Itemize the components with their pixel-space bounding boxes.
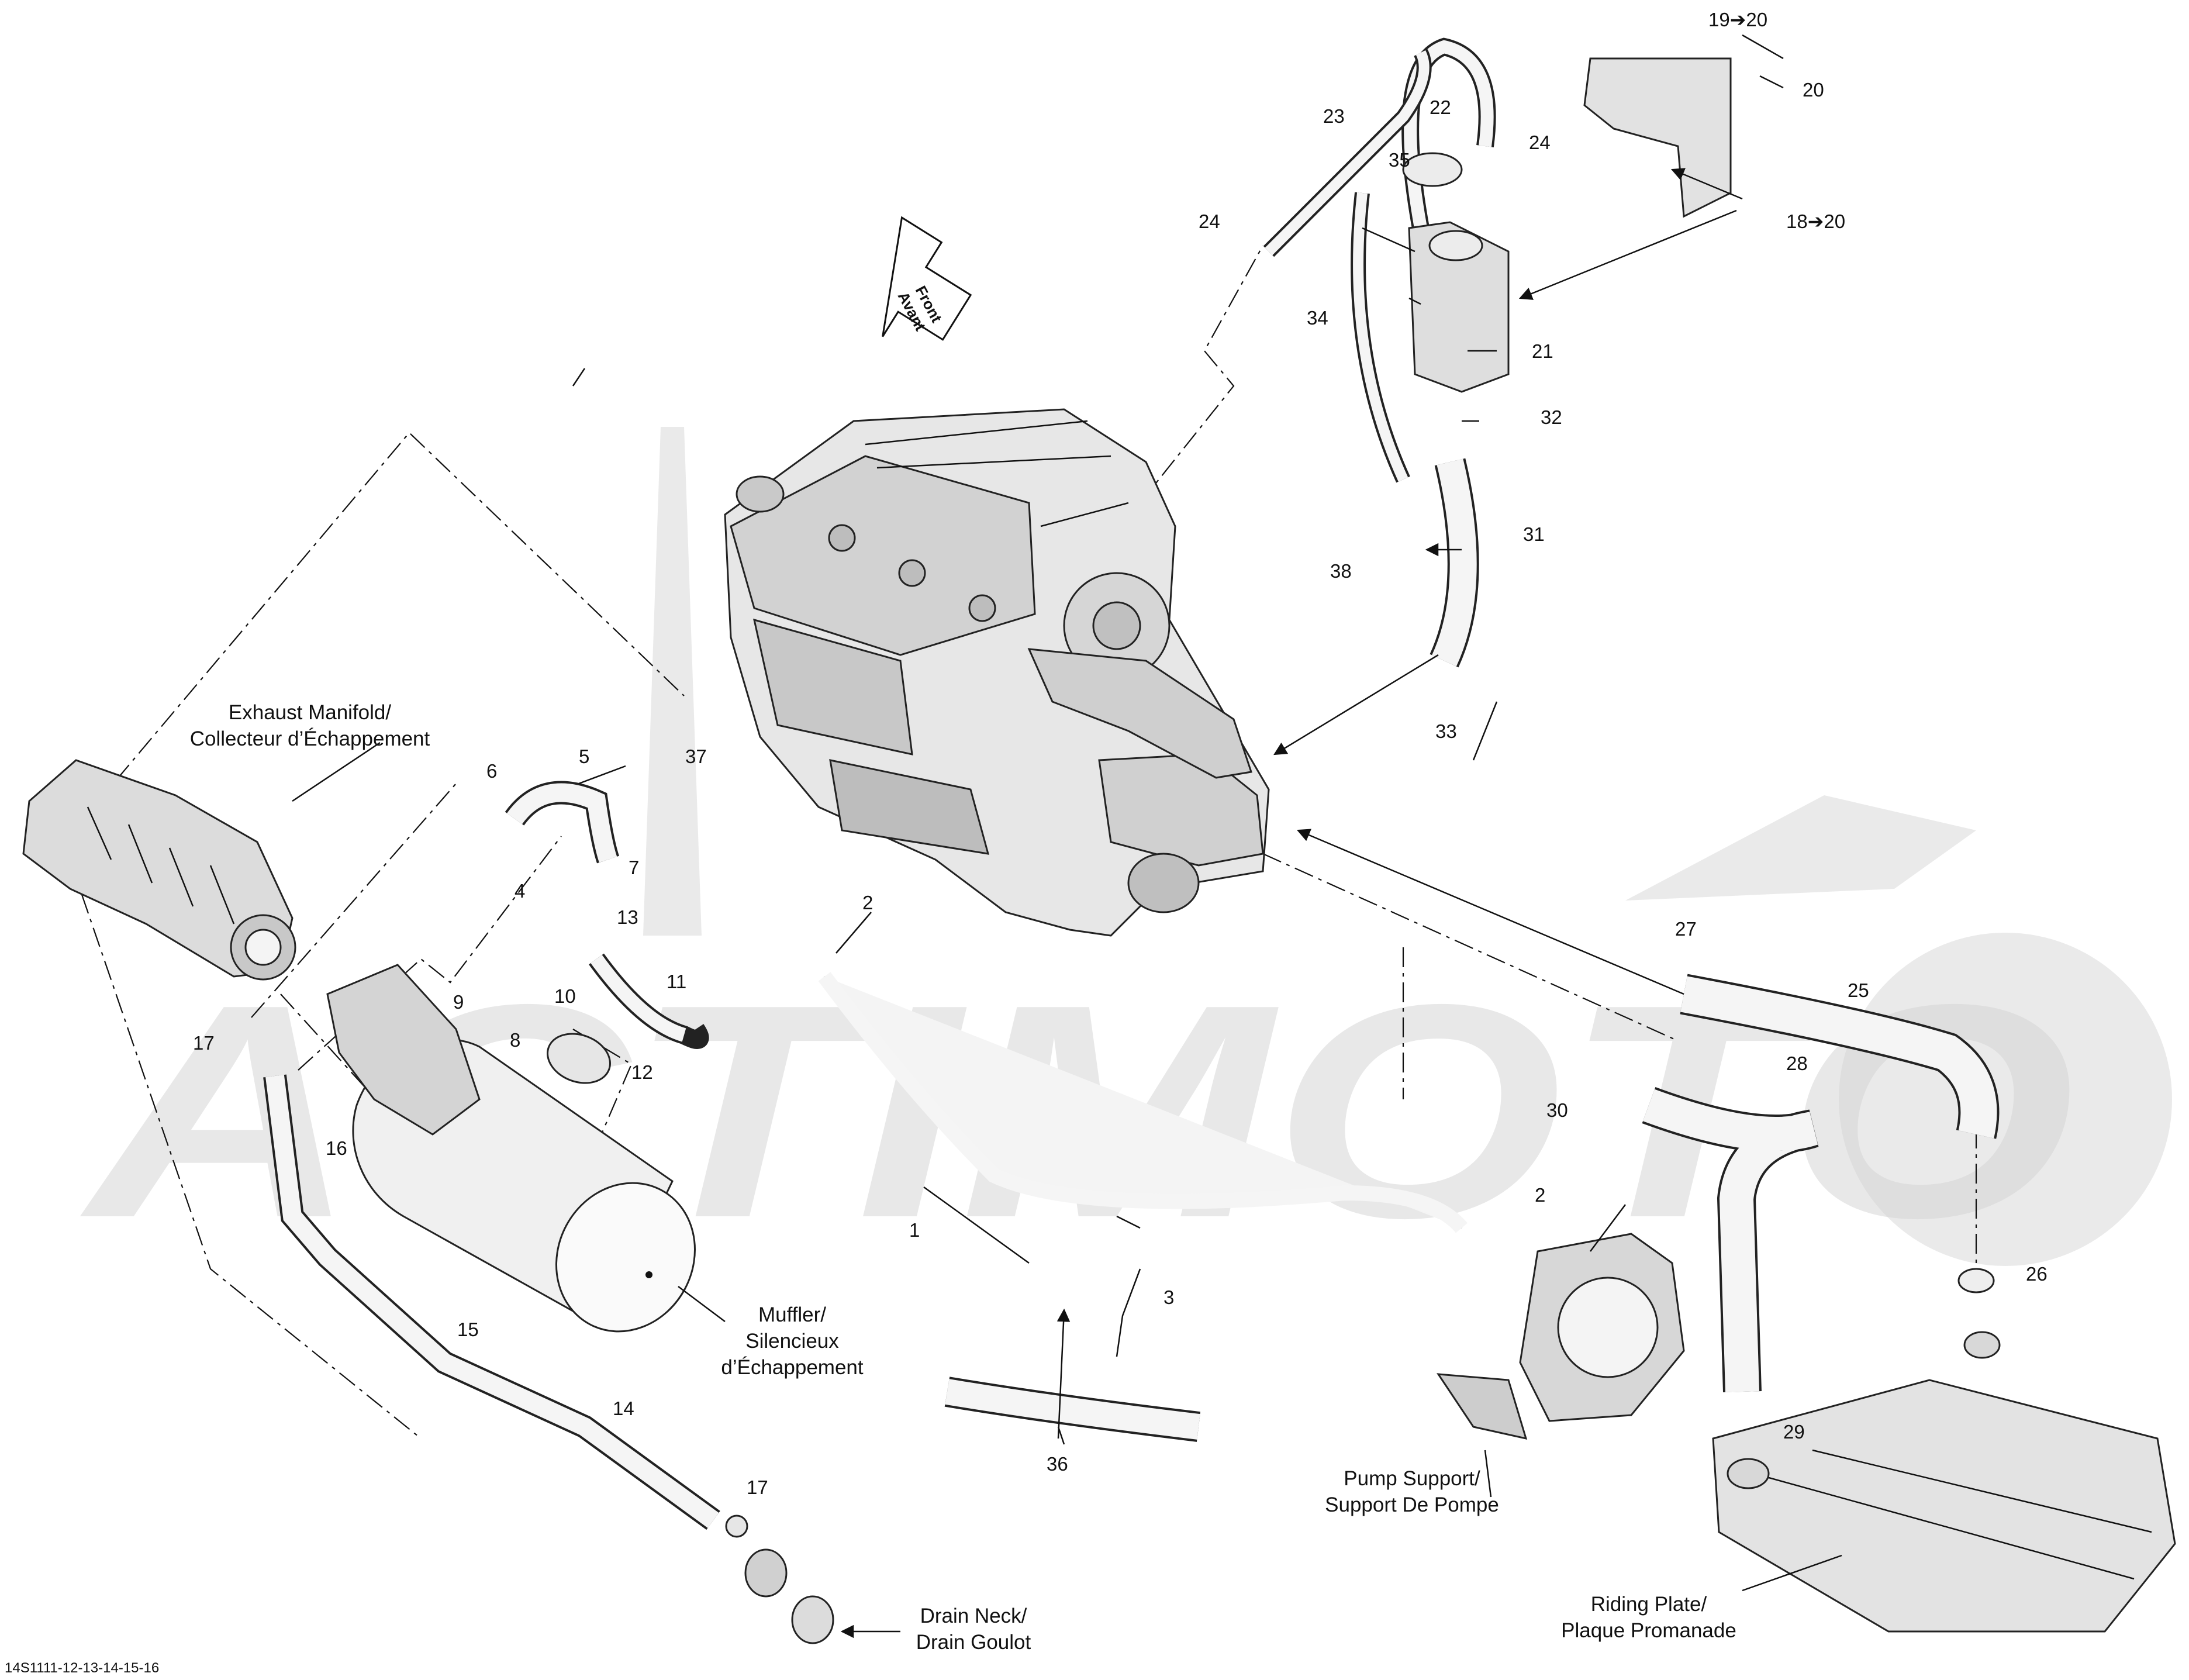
callout-2a: 2: [862, 892, 873, 913]
callout-38: 38: [1330, 560, 1352, 582]
callout-18: 18➔20: [1786, 211, 1845, 232]
coolant-reservoir: [1402, 57, 1732, 393]
callouts: 1 2 2 3 4 5 6 7 8 9 10 11 12 13 14 15 16…: [193, 9, 2048, 1498]
muffler-label-3: d’Échappement: [721, 1356, 863, 1379]
engine-assembly: [724, 408, 1270, 937]
muffler-label-2: Silencieux: [745, 1330, 839, 1353]
callout-28: 28: [1786, 1053, 1808, 1074]
front-direction-arrow: Front Avant: [882, 216, 972, 341]
callout-31: 31: [1523, 523, 1545, 545]
callout-1: 1: [909, 1219, 920, 1241]
callout-21: 21: [1532, 340, 1553, 362]
leader-lines: [292, 34, 1842, 1638]
callout-34: 34: [1307, 307, 1328, 329]
callout-27: 27: [1675, 918, 1697, 940]
exhaust-manifold-label-1: Exhaust Manifold/: [229, 701, 391, 724]
callout-11: 11: [667, 971, 686, 992]
callout-29: 29: [1783, 1421, 1805, 1443]
exhaust-manifold-label-2: Collecteur d’Échappement: [190, 727, 430, 750]
callout-15: 15: [457, 1319, 479, 1340]
callout-12: 12: [631, 1061, 653, 1083]
callout-37: 37: [685, 746, 707, 767]
callout-26: 26: [2026, 1263, 2048, 1285]
callout-4: 4: [515, 880, 525, 902]
callout-17a: 17: [193, 1032, 215, 1054]
callout-35: 35: [1389, 149, 1410, 171]
callout-6: 6: [486, 760, 497, 782]
callout-8: 8: [510, 1029, 520, 1051]
callout-5: 5: [579, 746, 589, 767]
riding-plate-label-2: Plaque Promanade: [1561, 1619, 1736, 1642]
muffler-label-1: Muffler/: [758, 1303, 826, 1326]
callout-7: 7: [629, 857, 639, 878]
callout-22: 22: [1430, 96, 1451, 118]
callout-24a: 24: [1199, 211, 1220, 232]
pump-support-label-2: Support De Pompe: [1325, 1493, 1499, 1516]
callout-16: 16: [326, 1137, 347, 1159]
callout-13: 13: [617, 906, 638, 928]
callout-14: 14: [613, 1398, 634, 1419]
hoses: [263, 37, 2000, 1530]
callout-32: 32: [1541, 406, 1562, 428]
drawing-number: 14S1111-12-13-14-15-16: [5, 1660, 159, 1676]
assembly-lines: [81, 245, 1977, 1439]
callout-9: 9: [453, 991, 464, 1013]
callout-24b: 24: [1529, 132, 1551, 153]
callout-20: 20: [1803, 79, 1824, 101]
callout-19: 19➔20: [1708, 9, 1767, 30]
riding-plate-label-1: Riding Plate/: [1591, 1593, 1707, 1616]
callout-17b: 17: [747, 1477, 768, 1498]
callout-25: 25: [1848, 979, 1869, 1001]
callout-23: 23: [1323, 105, 1345, 127]
callout-33: 33: [1435, 720, 1457, 742]
callout-10: 10: [554, 985, 576, 1007]
pump-support-label-1: Pump Support/: [1344, 1467, 1480, 1490]
assembly-labels: Exhaust Manifold/ Collecteur d’Échappeme…: [190, 701, 1736, 1654]
callout-30: 30: [1546, 1099, 1568, 1121]
muffler: [326, 964, 696, 1333]
exhaust-manifold: [22, 759, 296, 981]
callout-36: 36: [1047, 1453, 1068, 1475]
drain-neck-label-2: Drain Goulot: [916, 1631, 1031, 1654]
callout-2b: 2: [1535, 1184, 1545, 1206]
drain-neck: [725, 1515, 834, 1644]
pump-support: [1437, 1233, 1685, 1440]
drain-neck-label-1: Drain Neck/: [920, 1605, 1027, 1627]
riding-plate: [1712, 1268, 2176, 1633]
callout-3: 3: [1163, 1286, 1174, 1308]
